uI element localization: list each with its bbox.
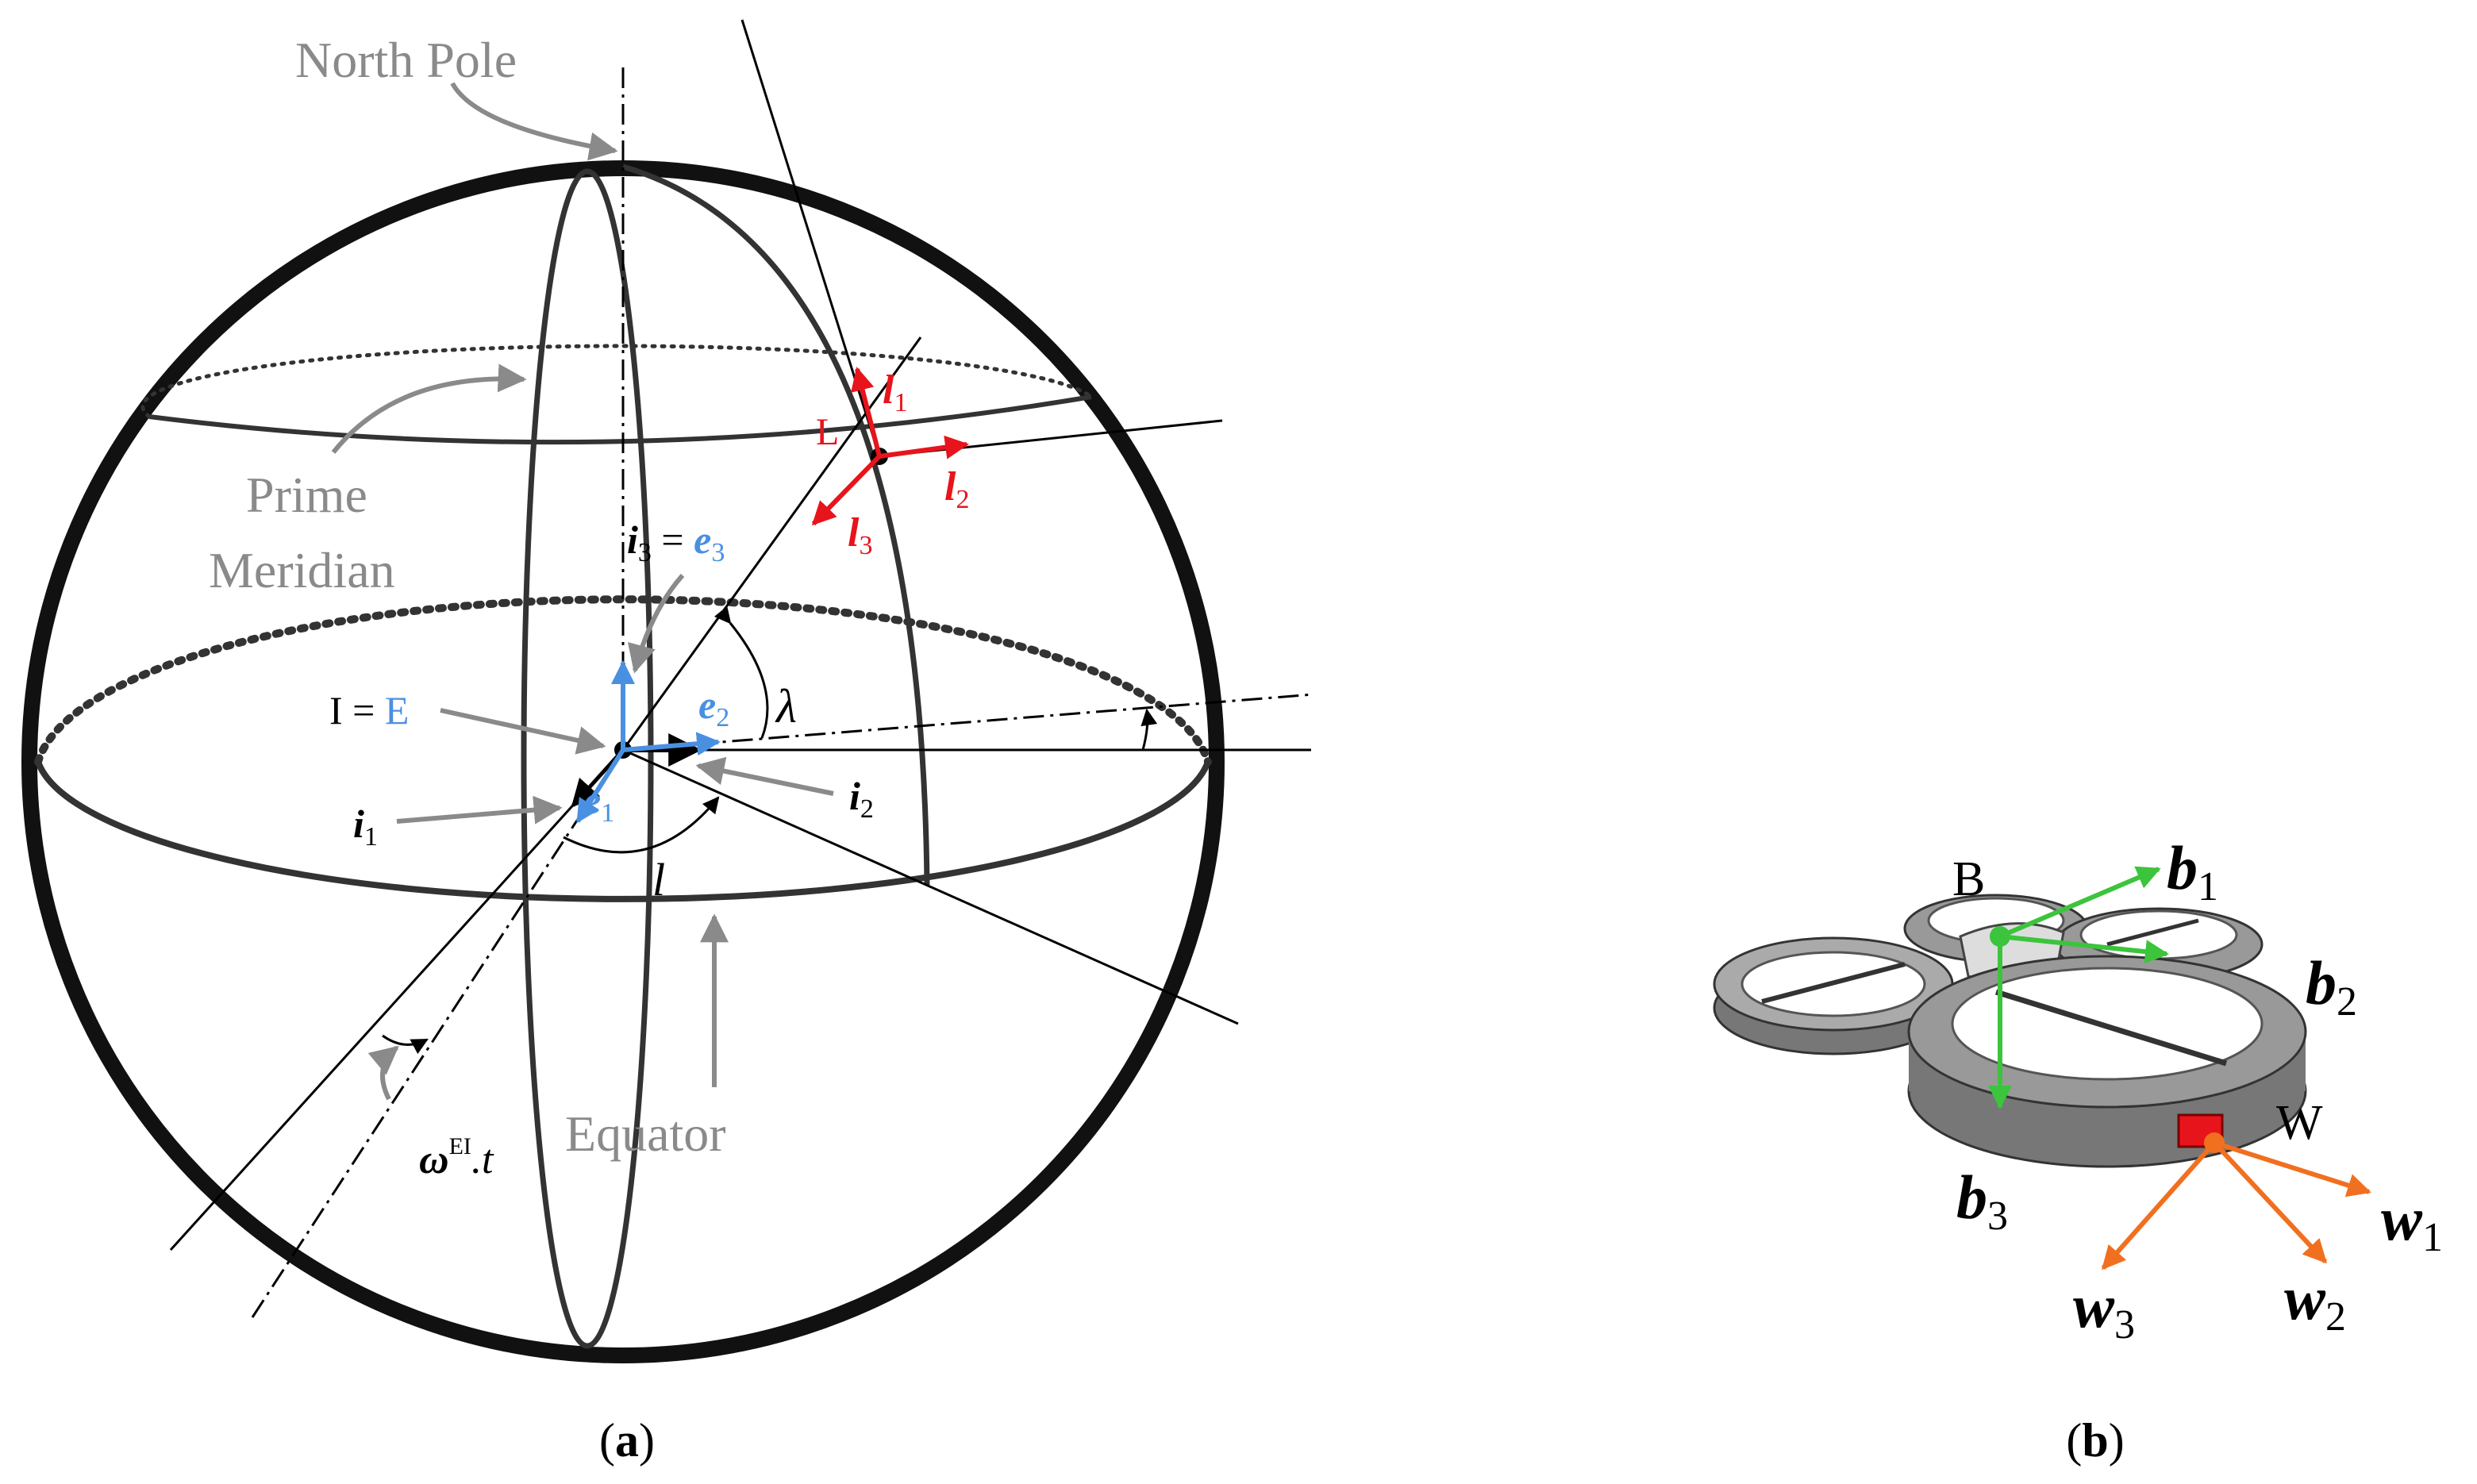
arrow-l3	[811, 454, 882, 526]
l2-label: l2	[944, 464, 969, 514]
panel-a: North Pole Prime Meridian Equator L l1 l…	[21, 19, 1314, 1467]
arrow-b2	[1999, 934, 2169, 964]
arrow-e1	[575, 748, 625, 824]
tangent-north	[740, 19, 881, 457]
w3-label: w3	[2073, 1271, 2135, 1348]
caption-a: (a)	[599, 1414, 655, 1467]
arrow-w1	[2214, 1140, 2371, 1198]
arrow-e2	[622, 732, 721, 756]
b1-label: b1	[2167, 833, 2218, 909]
prime-meridian-pointer	[331, 363, 527, 454]
omega-pointer	[367, 1045, 399, 1101]
b3-label: b3	[1956, 1163, 2008, 1239]
earth-axis-e2	[622, 693, 1314, 752]
e1-label: e1	[583, 778, 614, 828]
arrow-l1	[851, 367, 882, 457]
north-pole-pointer	[450, 82, 618, 161]
point-W-label: W	[2276, 1096, 2323, 1150]
quadrotor	[1713, 894, 2307, 1168]
arrow-w3	[2101, 1141, 2217, 1271]
equator-back	[34, 595, 1212, 766]
b2-label: b2	[2306, 948, 2357, 1025]
small-angle-arc	[1140, 708, 1158, 751]
e2-label: e2	[698, 682, 729, 732]
longitude-label: l	[652, 854, 665, 905]
point-W	[2204, 1132, 2225, 1153]
radial-line	[621, 336, 922, 751]
prime-meridian-label-2: Meridian	[209, 542, 395, 598]
arrow-w2	[2212, 1140, 2328, 1264]
prime-meridian-label-1: Prime	[246, 467, 367, 523]
caption-b: (b)	[2066, 1414, 2124, 1467]
i3-e3-label: i3 = e3	[627, 517, 725, 567]
axis-e1-line	[251, 749, 625, 1318]
lambda-arc	[713, 606, 769, 739]
i1-pointer	[396, 795, 563, 825]
latitude-front	[148, 394, 1092, 445]
north-pole-label: North Pole	[295, 32, 517, 88]
point-L-label: L	[816, 411, 839, 453]
local-meridian	[622, 163, 930, 886]
omega-label: ωEI.t	[419, 1133, 494, 1182]
lambda-label: λ	[775, 680, 797, 732]
i2-label: i2	[849, 774, 874, 824]
axis-i1-line	[169, 748, 625, 1251]
prime-meridian	[521, 168, 654, 1349]
panel-b: B W b1 b2 b3 w1 w2 w3 (b)	[1713, 833, 2443, 1467]
origin-pointer	[440, 708, 606, 755]
i3-pointer	[627, 574, 685, 674]
l1-label: l1	[883, 367, 907, 417]
equator-front	[35, 760, 1211, 902]
omega-arc	[382, 1034, 429, 1055]
arrow-b1	[1998, 866, 2161, 939]
point-B-label: B	[1952, 852, 1985, 906]
i1-label: i1	[353, 802, 378, 852]
arrow-l2	[879, 435, 969, 459]
longitude-line	[622, 748, 1239, 1025]
origin-label: I = E	[329, 688, 409, 732]
longitude-arc	[563, 796, 720, 854]
point-B	[1990, 926, 2010, 947]
w1-label: w1	[2381, 1184, 2443, 1260]
w2-label: w2	[2284, 1263, 2346, 1340]
equator-label: Equator	[565, 1105, 726, 1162]
i2-pointer	[695, 756, 834, 796]
l3-label: l3	[848, 510, 872, 560]
latitude-back	[140, 344, 1094, 419]
